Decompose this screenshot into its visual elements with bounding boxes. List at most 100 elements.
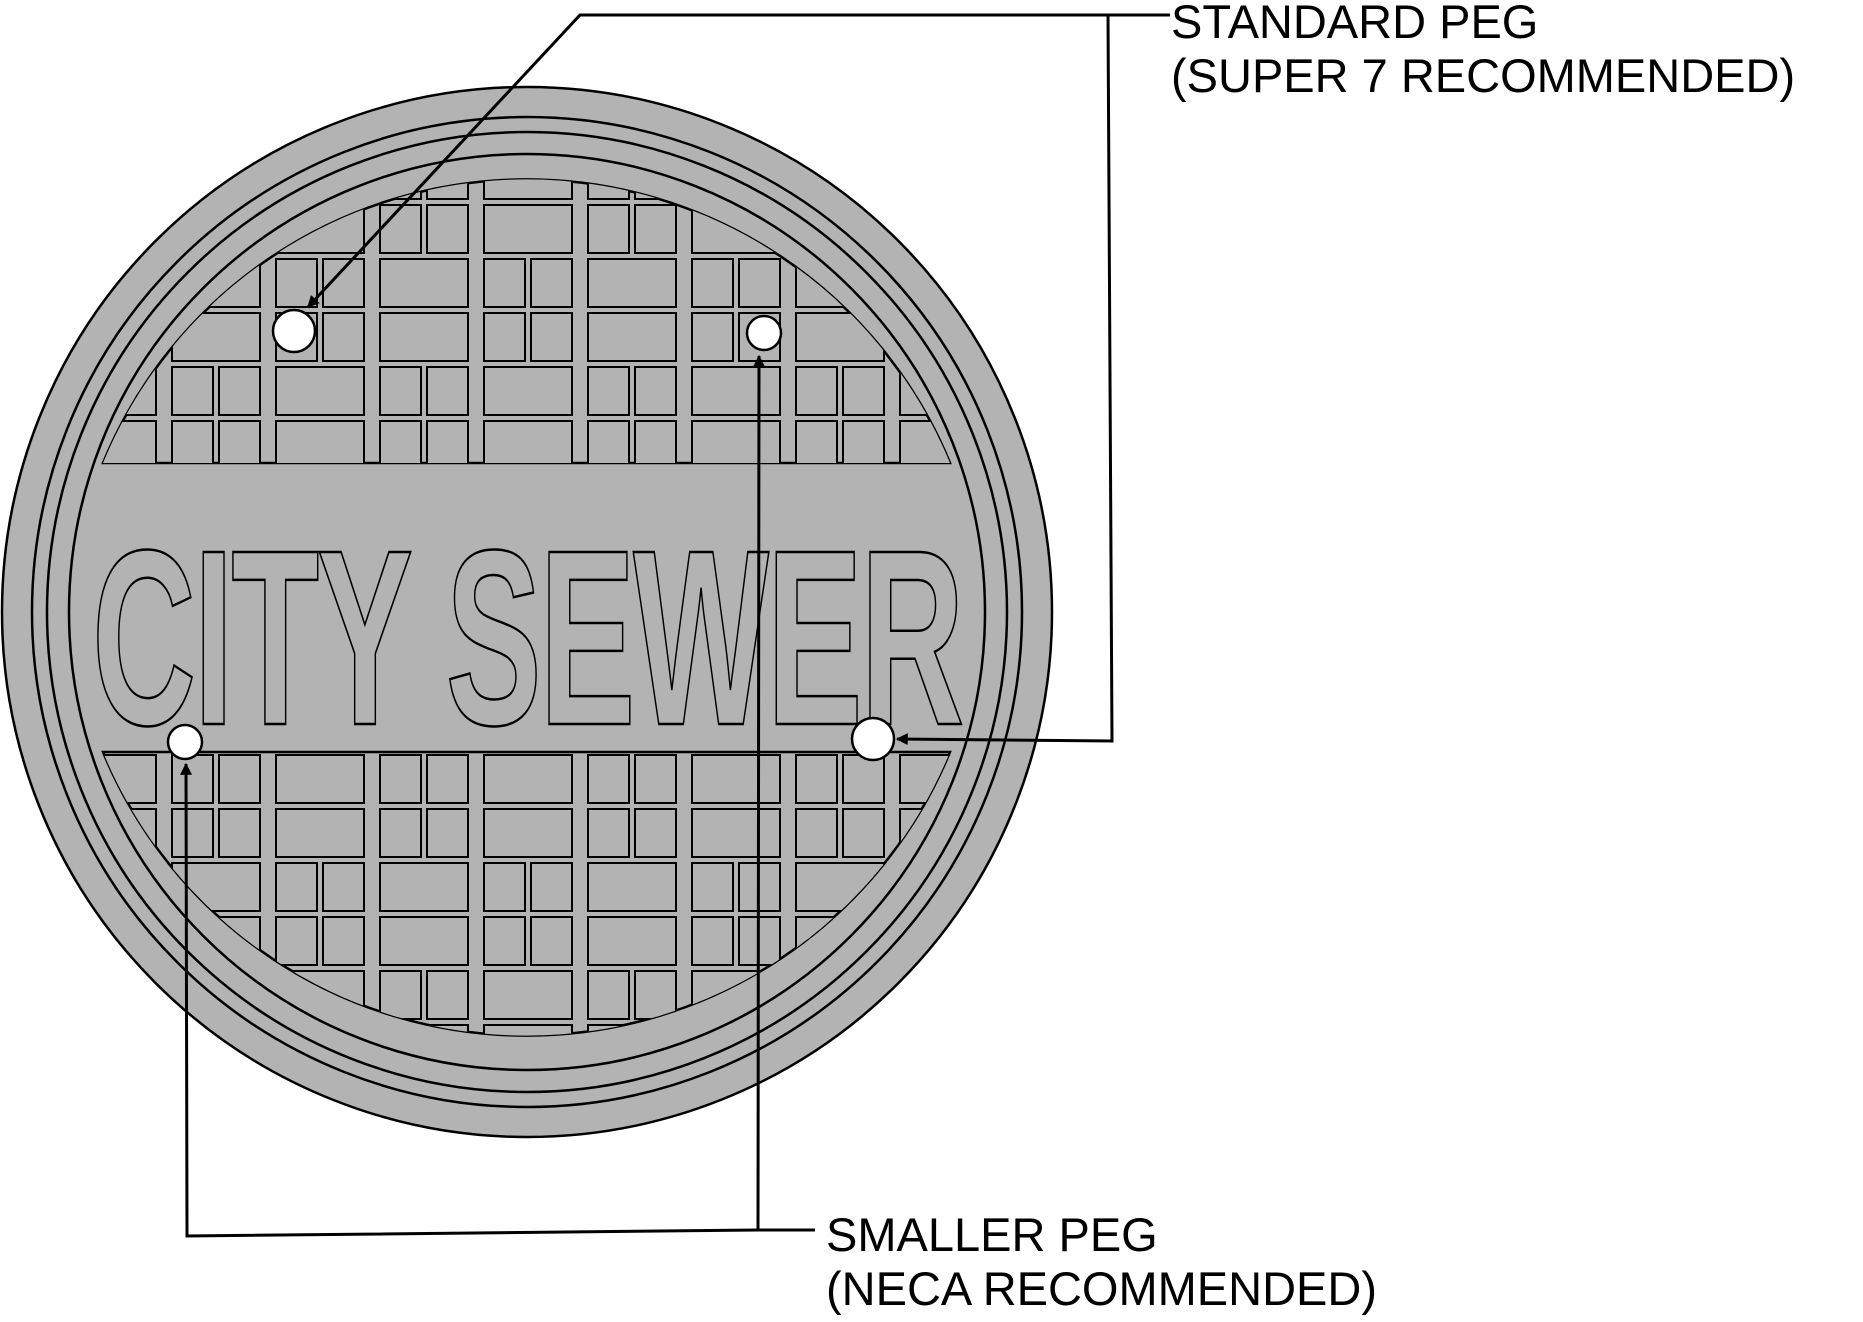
- grid-bar: [426, 204, 469, 254]
- grid-bar: [483, 204, 573, 254]
- grid-bar: [171, 1024, 214, 1036]
- grid-bar: [379, 366, 422, 416]
- grid-bar: [691, 808, 781, 858]
- grid-bar: [1004, 917, 1092, 965]
- grid-bar: [103, 1024, 157, 1036]
- smaller-peg-leaders: [180, 354, 815, 1238]
- grid-bar: [900, 1079, 941, 1127]
- grid-bar: [426, 754, 469, 804]
- standard-peg-label: STANDARD PEG: [1171, 0, 1538, 48]
- grid-bar: [691, 862, 734, 912]
- grid-bar: [842, 1024, 885, 1036]
- grid-bar: [842, 366, 885, 416]
- grid-bar: [115, 1079, 156, 1127]
- grid-bar: [587, 754, 630, 804]
- smaller-peg-sublabel: (NECA RECOMMENDED): [826, 1262, 1377, 1315]
- grid-bar: [530, 312, 573, 362]
- grid-bar: [483, 808, 573, 858]
- grid-bar: [103, 916, 110, 966]
- grid-bar: [587, 808, 630, 858]
- grid-bar: [379, 754, 422, 804]
- cover-lettering: CITY SEWER: [92, 498, 962, 777]
- grid-bar: [379, 970, 422, 1020]
- grid-bar: [483, 366, 573, 416]
- grid-bar: [691, 366, 781, 416]
- grid-bar: [275, 916, 318, 966]
- standard-peg-hole-right: [850, 716, 896, 762]
- grid-bar: [691, 916, 734, 966]
- grid-bar: [587, 420, 630, 464]
- standard-peg-sublabel: (SUPER 7 RECOMMENDED): [1171, 49, 1795, 102]
- grid-bar: [171, 179, 214, 200]
- grid-bar: [587, 204, 630, 254]
- smaller-peg-hole-left: [166, 723, 204, 761]
- grid-bar: [1051, 205, 1092, 253]
- grid-bar: [218, 366, 261, 416]
- grid-bar: [379, 916, 469, 966]
- grid-bar: [691, 754, 781, 804]
- grid-bar: [218, 808, 261, 858]
- grid-bar: [379, 204, 422, 254]
- grid-bar: [587, 366, 630, 416]
- grid-bar: [1051, 421, 1092, 469]
- standard-peg-leaders: [306, 13, 1170, 746]
- grid-bar: [530, 916, 573, 966]
- grid-bar: [426, 808, 469, 858]
- grid-bar: [899, 970, 950, 1020]
- grid-bar: [795, 366, 838, 416]
- grid-bar: [842, 754, 885, 804]
- grid-bar: [795, 754, 838, 804]
- grid-bar: [426, 366, 469, 416]
- grid-bar: [103, 970, 157, 1020]
- grid-bar: [842, 179, 885, 200]
- grid-bar: [795, 808, 838, 858]
- grid-bar: [1004, 971, 1045, 1019]
- grid-bar: [1004, 1079, 1092, 1127]
- grid-bar: [1004, 205, 1045, 253]
- grid-bar: [899, 204, 950, 254]
- grid-bar: [842, 420, 885, 464]
- grid-bar: [103, 258, 110, 308]
- grid-bar: [426, 420, 469, 464]
- cover-ring-3: [45, 130, 1009, 1094]
- grid-bar: [946, 916, 950, 966]
- grid-bar: [1051, 755, 1092, 803]
- grid-bar: [379, 312, 469, 362]
- grid-bar: [483, 1024, 573, 1036]
- cover-outer-ring: [0, 85, 1054, 1139]
- grid-bar: [1004, 1025, 1045, 1073]
- grid-bar: [691, 258, 734, 308]
- grid-bar: [691, 312, 734, 362]
- grid-bar: [634, 204, 677, 254]
- grid-bar: [1004, 151, 1045, 199]
- grid-bar: [275, 754, 365, 804]
- grid-bar: [634, 420, 677, 464]
- grid-bar: [322, 916, 365, 966]
- grid-bar: [103, 204, 157, 254]
- grid-bar: [218, 420, 261, 464]
- standard-peg-hole-top: [271, 308, 317, 354]
- grid-bar: [1051, 971, 1092, 1019]
- grid-bar: [379, 862, 469, 912]
- grid-bar: [483, 258, 526, 308]
- grid-bar: [275, 366, 365, 416]
- grid-bar: [634, 970, 677, 1020]
- standard-peg-leader-right: [895, 14, 1114, 746]
- grid-bar: [275, 808, 365, 858]
- grid-bar: [1004, 313, 1092, 361]
- cover-ring-4: [67, 152, 987, 1072]
- grid-bar: [1004, 259, 1092, 307]
- grid-bar: [738, 258, 781, 308]
- cover-ring-2: [30, 115, 1024, 1109]
- grid-bar: [68, 1079, 109, 1127]
- grid-bar: [483, 179, 573, 200]
- grid-bar: [379, 420, 422, 464]
- grid-bar: [634, 754, 677, 804]
- grid-bar: [379, 808, 422, 858]
- grid-bar: [587, 862, 677, 912]
- grid-bar: [171, 366, 214, 416]
- grid-bar: [946, 258, 950, 308]
- manhole-cover: CITY SEWER: [0, 85, 1092, 1139]
- grid-bar: [275, 420, 365, 464]
- grid-bar: [1051, 809, 1092, 857]
